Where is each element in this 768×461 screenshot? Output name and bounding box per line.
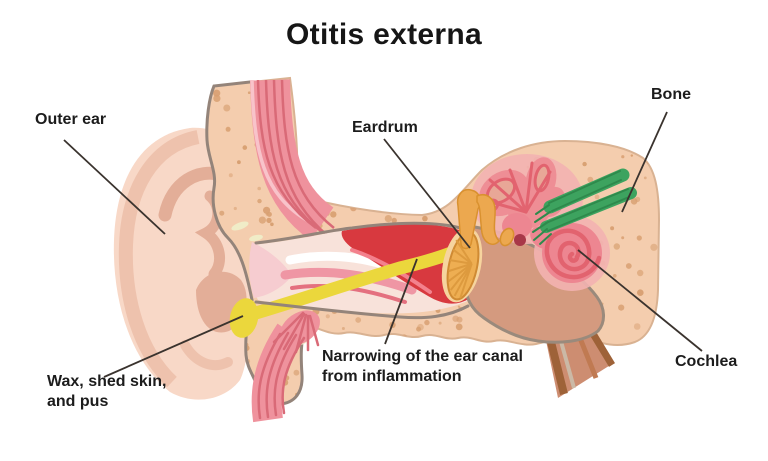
stapes — [499, 227, 515, 247]
lower-muscle — [251, 310, 320, 423]
leader-line-cochlea — [577, 249, 703, 352]
canal-pink-streak — [280, 267, 417, 295]
inner-ear — [471, 154, 637, 291]
bone-column-outline — [205, 80, 254, 302]
cochlea — [530, 223, 602, 283]
ossicles — [456, 188, 515, 250]
leader-line-eardrum — [383, 138, 471, 249]
label-wax-line1: Wax, shed skin, — [47, 373, 167, 390]
eardrum — [441, 227, 483, 303]
diagram-title: Otitis externa — [286, 18, 482, 51]
canal-mouth-shade — [249, 242, 292, 298]
ear-canal — [229, 221, 470, 338]
leader-line-wax — [103, 315, 244, 378]
leader-line-bone — [621, 111, 668, 213]
wax-blob — [229, 298, 259, 338]
auditory-nerve — [532, 168, 637, 245]
oval-window — [514, 234, 526, 246]
upper-muscle — [250, 79, 335, 241]
canal-bottom-outline — [254, 300, 470, 320]
label-cochlea: Cochlea — [675, 353, 738, 370]
pinna-lobe-shading — [180, 340, 233, 371]
label-wax-shed-skin-pus: Wax, shed skin, and pus — [47, 372, 166, 413]
label-outer-ear: Outer ear — [35, 111, 107, 128]
label-eardrum: Eardrum — [352, 119, 418, 136]
label-narrowing: Narrowing of the ear canal from inflamma… — [322, 347, 523, 388]
label-narrowing-line1: Narrowing of the ear canal — [322, 348, 523, 365]
label-bone: Bone — [651, 86, 691, 103]
canal-top-outline — [254, 221, 466, 245]
incus — [476, 194, 500, 245]
leader-line-narrowing — [384, 258, 418, 345]
pinna-helix-rim — [118, 130, 200, 388]
leader-line-outer-ear — [63, 139, 166, 235]
leader-lines — [63, 111, 703, 378]
label-narrowing-line2: from inflammation — [322, 368, 462, 386]
label-wax-line2: and pus — [47, 393, 109, 411]
